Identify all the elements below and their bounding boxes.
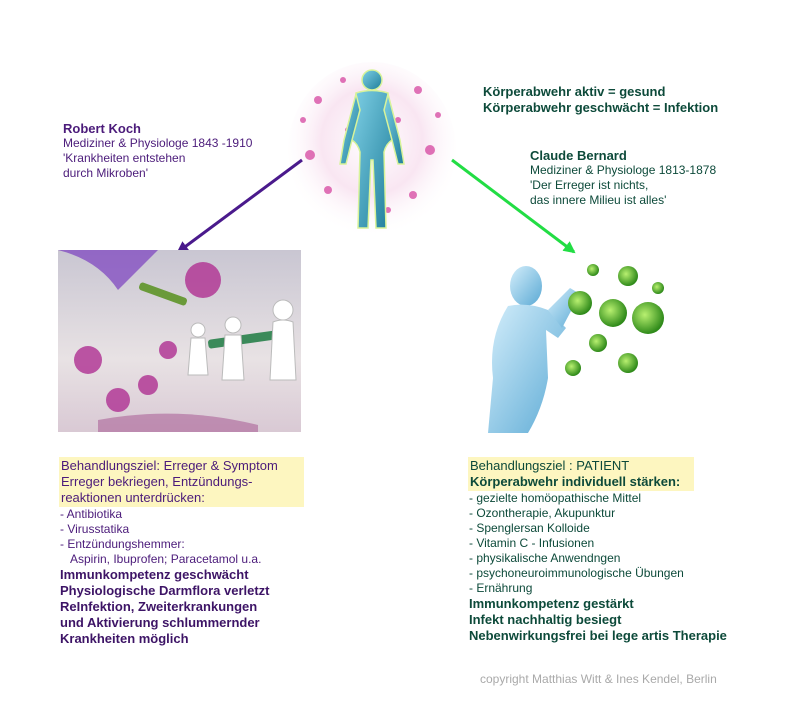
central-human-illustration: [288, 62, 456, 238]
koch-outcomes: Immunkompetenz geschwächt Physiologische…: [60, 567, 304, 647]
outcome-item: Infekt nachhaltig besiegt: [469, 612, 622, 627]
list-item: - physikalische Anwendngen: [469, 551, 621, 565]
koch-goal-line2: Erreger bekriegen, Entzündungs-: [61, 474, 253, 489]
arrow-to-koch: [176, 158, 303, 254]
outcome-item: Krankheiten möglich: [60, 631, 189, 646]
bernard-goal-line2: Körperabwehr individuell stärken:: [470, 474, 681, 489]
bernard-goal-box: Behandlungsziel : PATIENT Körperabwehr i…: [468, 457, 694, 491]
koch-goal-box: Behandlungsziel: Erreger & Symptom Erreg…: [59, 457, 304, 507]
koch-quote-line2: durch Mikroben': [63, 166, 148, 180]
list-item: - Spenglersan Kolloide: [469, 521, 590, 535]
koch-treatment-block: Behandlungsziel: Erreger & Symptom Erreg…: [59, 457, 304, 647]
list-item: - Vitamin C - Infusionen: [469, 536, 595, 550]
koch-role: Mediziner & Physiologe 1843 -1910: [63, 136, 253, 150]
koch-info: Robert Koch Mediziner & Physiologe 1843 …: [63, 121, 252, 181]
bernard-treatment-block: Behandlungsziel : PATIENT Körperabwehr i…: [468, 457, 727, 644]
immune-defense-illustration: [488, 264, 664, 433]
bernard-quote-line2: das innere Milieu ist alles': [530, 193, 667, 207]
outcome-item: Immunkompetenz geschwächt: [60, 567, 249, 582]
koch-goal-title: Behandlungsziel: Erreger & Symptom: [61, 458, 278, 473]
koch-quote-line1: 'Krankheiten entstehen: [63, 151, 186, 165]
list-item: Aspirin, Ibuprofen; Paracetamol u.a.: [70, 552, 262, 566]
bernard-goal-title: Behandlungsziel : PATIENT: [470, 458, 630, 473]
list-item: - Entzündungshemmer:: [60, 537, 185, 551]
bernard-quote-line1: 'Der Erreger ist nichts,: [530, 178, 649, 192]
list-item: - Ernährung: [469, 581, 533, 595]
list-item: - Virusstatika: [60, 522, 130, 536]
outcome-item: Physiologische Darmflora verletzt: [60, 583, 270, 598]
list-item: - gezielte homöopathische Mittel: [469, 491, 642, 505]
pathogen-fight-illustration: [58, 250, 301, 432]
outcome-item: ReInfektion, Zweiterkrankungen: [60, 599, 258, 614]
koch-treatment-list: - Antibiotika - Virusstatika - Entzündun…: [60, 507, 304, 567]
arrow-to-bernard: [451, 158, 576, 254]
bernard-role: Mediziner & Physiologe 1813-1878: [530, 163, 717, 177]
bernard-outcomes: Immunkompetenz gestärkt Infekt nachhalti…: [469, 596, 727, 644]
outcome-item: und Aktivierung schlummernder: [60, 615, 260, 630]
outcome-item: Immunkompetenz gestärkt: [469, 596, 634, 611]
bernard-name: Claude Bernard: [530, 148, 627, 163]
list-item: - Ozontherapie, Akupunktur: [469, 506, 616, 520]
koch-name: Robert Koch: [63, 121, 141, 136]
top-right-statements: Körperabwehr aktiv = gesund Körperabwehr…: [483, 84, 718, 116]
statement-healthy: Körperabwehr aktiv = gesund: [483, 84, 666, 99]
list-item: - Antibiotika: [60, 507, 123, 521]
outcome-item: Nebenwirkungsfrei bei lege artis Therapi…: [469, 628, 727, 643]
koch-goal-line3: reaktionen unterdrücken:: [61, 490, 205, 505]
bernard-treatment-list: - gezielte homöopathische Mittel - Ozont…: [469, 491, 727, 596]
bernard-info: Claude Bernard Mediziner & Physiologe 18…: [530, 148, 716, 208]
statement-infection: Körperabwehr geschwächt = Infektion: [483, 100, 719, 115]
copyright-notice: copyright Matthias Witt & Ines Kendel, B…: [480, 672, 717, 686]
list-item: - psychoneuroimmunologische Übungen: [469, 566, 684, 580]
